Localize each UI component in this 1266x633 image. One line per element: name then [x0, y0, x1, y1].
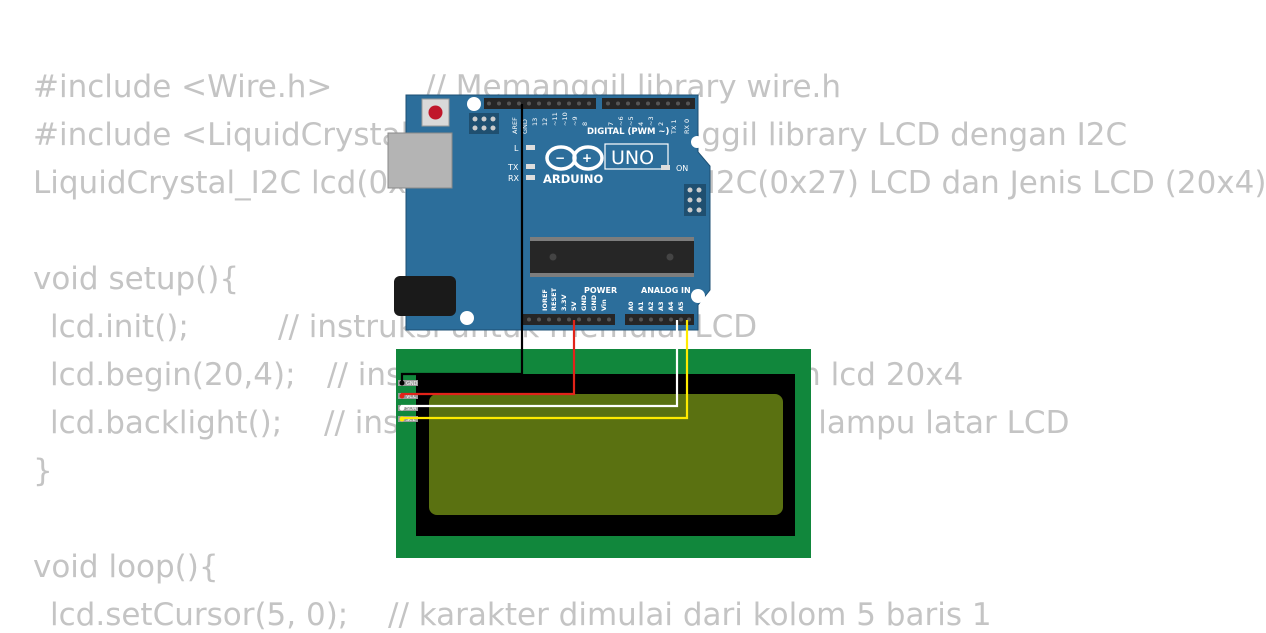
microcontroller-chip — [530, 237, 694, 277]
pin-label: GND — [580, 294, 588, 311]
power-label: POWER — [584, 286, 617, 295]
led-rx — [526, 175, 535, 180]
pin-label: 8 — [581, 122, 589, 126]
led-tx — [526, 164, 535, 169]
usb-port — [387, 132, 453, 189]
pin-label: TX 1 — [670, 119, 678, 135]
code-line: void setup(){ — [33, 261, 240, 297]
circuit-diagram: GND VCC SDA SCL — [387, 94, 811, 558]
bottom-pin-labels: IOREF RESET 3.3V 5V GND GND Vin A0 A1 A2… — [541, 287, 685, 311]
pin-label: ~9 — [571, 116, 579, 126]
lcd-pin-label: SDA — [406, 406, 417, 412]
wire-ends — [399, 380, 405, 422]
pin-label: 5V — [570, 301, 578, 311]
mounting-hole — [691, 136, 703, 148]
pin-label: A1 — [637, 301, 645, 311]
digital-pin-labels: AREF GND 13 12 ~11 ~10 ~9 8 7 ~6 ~5 4 ~3… — [511, 112, 691, 135]
pin-label: A3 — [657, 301, 665, 311]
pin-label: 2 — [657, 122, 665, 126]
pin-label: 4 — [637, 122, 645, 126]
led-rx-label: RX — [508, 174, 520, 183]
pin-label: 7 — [607, 122, 615, 126]
logo-minus-icon: − — [555, 151, 565, 165]
pin-label: A4 — [667, 301, 675, 311]
pin-label: ~6 — [617, 116, 625, 126]
power-jack — [394, 276, 456, 316]
pin-label: AREF — [511, 117, 519, 134]
arduino-logo-icon — [545, 145, 604, 171]
pin-label: ~11 — [551, 112, 559, 126]
code-line: lcd.setCursor(5, 0); — [50, 597, 349, 633]
arduino-uno-board[interactable]: AREF GND 13 12 ~11 ~10 ~9 8 7 ~6 ~5 4 ~3… — [387, 94, 711, 331]
led-tx-label: TX — [507, 163, 519, 172]
code-line: } — [33, 453, 53, 489]
arduino-brand: ARDUINO — [543, 172, 604, 186]
pin-label: GND — [590, 294, 598, 311]
pin-label: GND — [521, 119, 529, 134]
icsp-header — [469, 113, 499, 134]
pin-label: ~10 — [561, 112, 569, 126]
lcd-screen — [429, 394, 783, 515]
pin-label: A2 — [647, 301, 655, 311]
pin-label: ~3 — [647, 116, 655, 126]
reset-button-cap[interactable] — [428, 105, 443, 120]
led-on-label: ON — [676, 164, 688, 173]
code-line: #include <Wire.h> — [33, 69, 333, 105]
pin-label: RX 0 — [683, 119, 691, 134]
mounting-hole — [467, 97, 481, 111]
code-line: void loop(){ — [33, 549, 219, 585]
pin-label: A5 — [677, 301, 685, 311]
pin-label: A0 — [627, 301, 635, 311]
wire-gnd[interactable] — [400, 104, 524, 383]
pin-label: RESET — [550, 287, 558, 311]
analog-label: ANALOG IN — [641, 286, 691, 295]
lcd-module[interactable]: GND VCC SDA SCL — [396, 349, 811, 558]
pin-label: ~5 — [627, 116, 635, 126]
lcd-pin-label: SCL — [406, 417, 416, 423]
mounting-hole — [460, 311, 474, 325]
code-line: lcd.init(); — [50, 309, 189, 345]
logo-plus-icon: + — [582, 151, 592, 165]
digital-label: DIGITAL (PWM ~) — [587, 127, 669, 137]
code-line: lcd.backlight(); — [50, 405, 283, 441]
code-line: lcd.begin(20,4); — [50, 357, 296, 393]
led-on — [661, 165, 670, 170]
lcd-pin-label: VCC — [406, 394, 417, 400]
pin-label: 13 — [531, 118, 539, 126]
arduino-model: UNO — [611, 147, 654, 169]
mounting-hole — [691, 289, 705, 303]
pin-label: Vin — [600, 299, 608, 311]
pin-label: 12 — [541, 118, 549, 126]
digital-header-pins — [487, 101, 690, 106]
pin-label: IOREF — [541, 289, 549, 311]
uno-badge — [604, 143, 669, 170]
led-l-label: L — [514, 144, 519, 153]
led-l — [526, 145, 535, 150]
code-comment: // karakter dimulai dari kolom 5 baris 1 — [388, 597, 992, 633]
pin-label: 3.3V — [560, 294, 568, 311]
icsp-header-right — [684, 184, 706, 216]
lcd-pin-label: GND — [406, 381, 418, 387]
